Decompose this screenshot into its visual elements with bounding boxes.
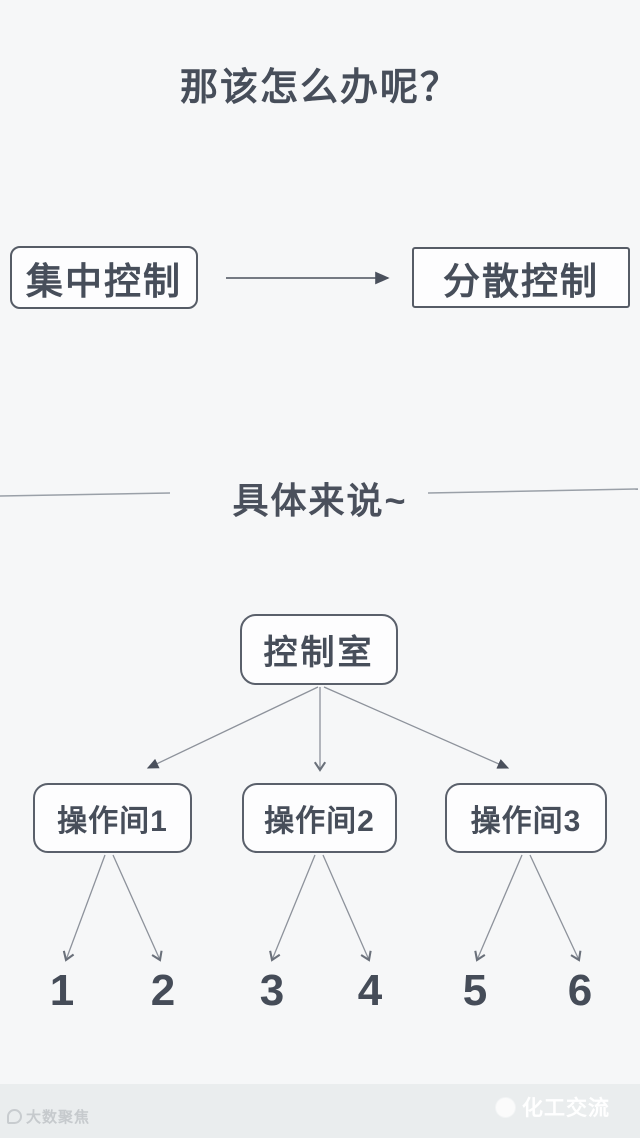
watermark-right-label: 化工交流 xyxy=(522,1097,610,1120)
leaf-number-6: 6 xyxy=(567,966,593,1015)
leaf-number-4: 4 xyxy=(357,966,383,1015)
node-distributed-control: 分散控制 xyxy=(412,247,630,308)
watermark-left-label: 大数聚焦 xyxy=(26,1109,91,1126)
bottom-strip xyxy=(0,1084,640,1138)
page-title: 那该怎么办呢？ xyxy=(179,67,460,109)
node-operation-room-2: 操作间2 xyxy=(242,783,397,853)
circle-logo-icon xyxy=(496,1097,515,1117)
node-operation-room-3: 操作间3 xyxy=(445,783,607,853)
watermark-left: 大数聚焦 xyxy=(7,1106,90,1127)
leaf-number-2: 2 xyxy=(150,966,176,1015)
divider-label: 具体来说~ xyxy=(232,480,408,521)
leaf-number-1: 1 xyxy=(49,966,75,1015)
node-operation-room-1: 操作间1 xyxy=(33,783,192,853)
leaf-number-3: 3 xyxy=(259,966,285,1015)
node-centralized-control: 集中控制 xyxy=(10,246,198,309)
camera-logo-icon xyxy=(7,1109,22,1124)
watermark-right: 化工交流 xyxy=(496,1092,610,1122)
node-control-room: 控制室 xyxy=(240,614,398,685)
leaf-number-5: 5 xyxy=(462,966,488,1015)
